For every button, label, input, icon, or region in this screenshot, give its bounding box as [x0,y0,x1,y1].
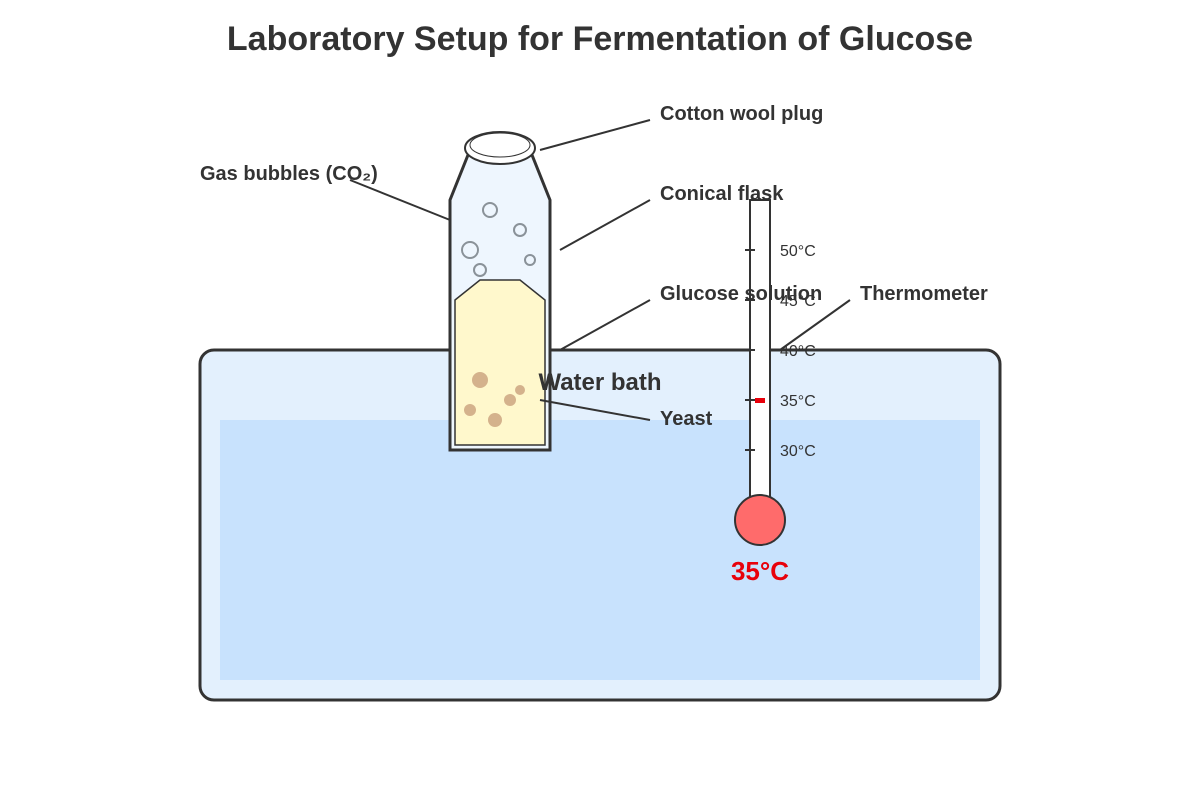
thermometer-bulb [734,494,786,546]
yeast-particle [464,404,476,416]
water-bath-label: Water bath [538,369,661,396]
thermometer: 50°C 45°C 40°C 35°C 30°C [734,199,816,546]
label-conical-flask: Conical flask [660,183,784,205]
bubble [524,254,536,266]
scale-label: 30°C [780,443,816,460]
leader-yeast [539,399,651,421]
label-cotton-wool-plug: Cotton wool plug [660,103,823,125]
yeast-particle [472,372,488,388]
thermometer-scale: 50°C 45°C 40°C 35°C 30°C [745,243,816,460]
bubble [461,241,479,259]
leader-conical-flask [559,199,651,251]
label-gas-bubbles: Gas bubbles (CO₂) [200,163,378,185]
label-thermometer: Thermometer [860,283,988,305]
thermometer-stem [749,199,771,506]
scale-label: 35°C [780,393,816,410]
scale-label: 40°C [780,343,816,360]
leader-gas-bubbles [349,179,451,221]
bubble [482,202,498,218]
yeast-particles [464,372,525,427]
yeast-particle [488,413,502,427]
glucose-solution [454,279,546,446]
label-yeast: Yeast [660,408,713,430]
gas-bubbles [461,202,536,277]
page-title: Laboratory Setup for Fermentation of Glu… [227,20,973,58]
conical-flask [448,131,552,452]
yeast-particle [504,394,516,406]
bubble [473,263,487,277]
leader-cotton-wool-plug [539,119,651,151]
cotton-wool-plug-top [469,132,531,158]
scale-label: 50°C [780,243,816,260]
bubble [513,223,527,237]
yeast-particle [515,385,525,395]
temperature-reading: 35°C [731,556,789,586]
leader-thermometer [779,299,851,351]
label-glucose-solution: Glucose solution [660,283,822,305]
temperature-level-marker [755,398,765,403]
leader-glucose-solution [559,299,651,351]
water [220,420,980,680]
scale-label: 45°C [780,293,816,310]
